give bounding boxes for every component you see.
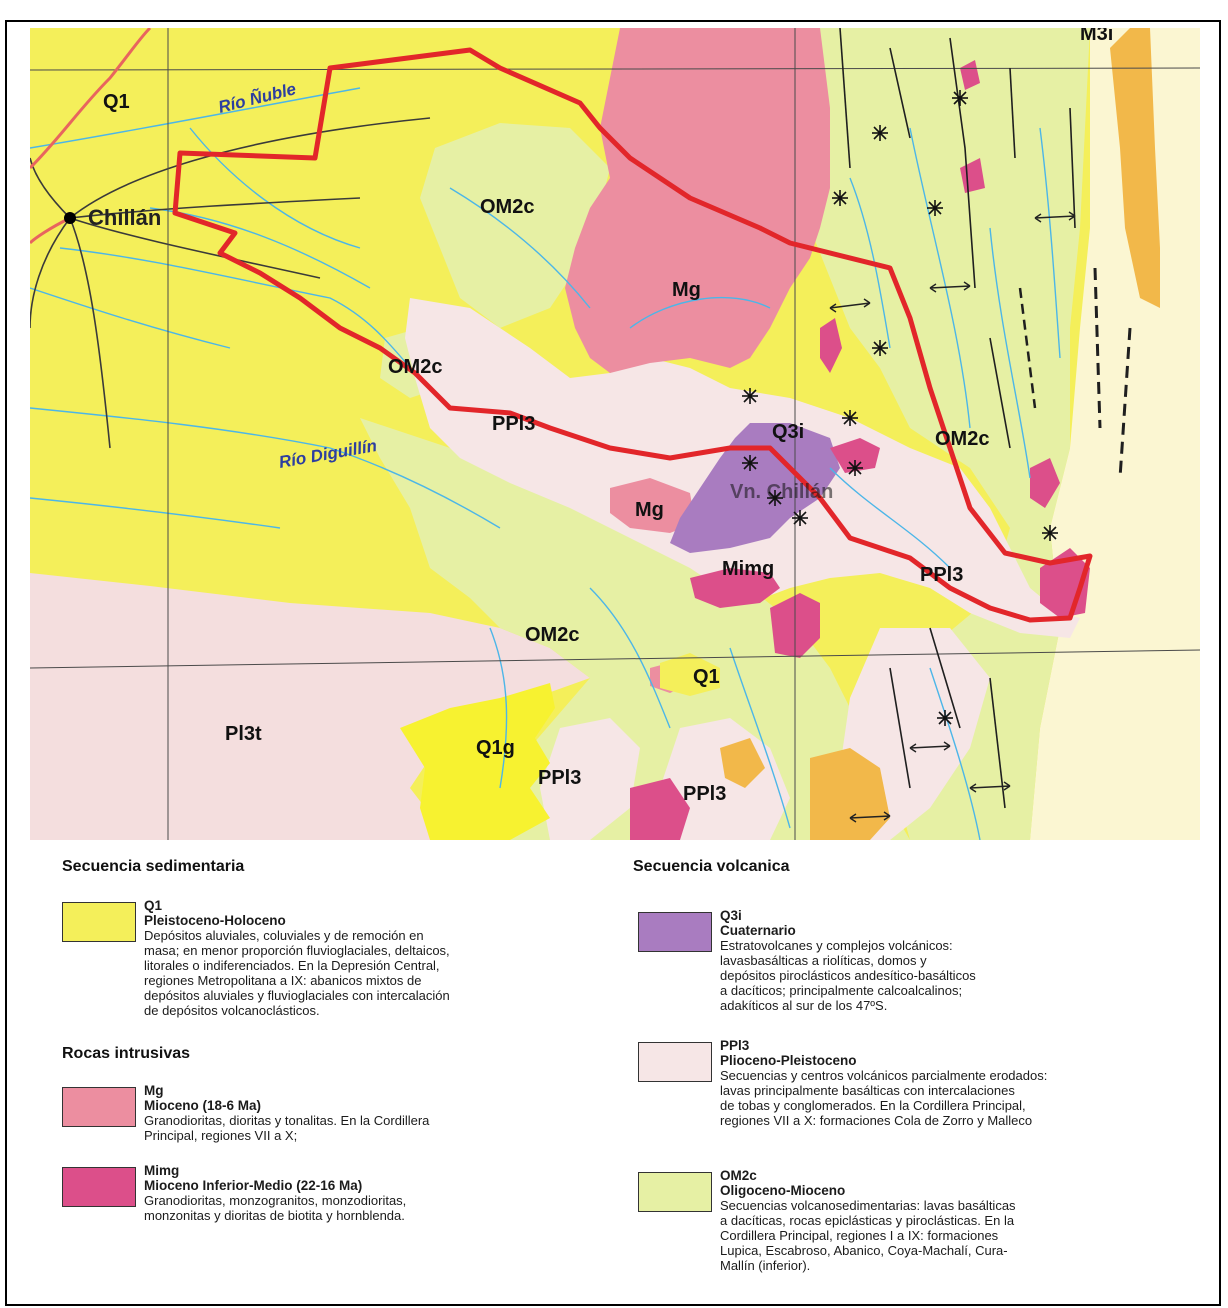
legend-swatch-q1 <box>62 902 136 942</box>
legend-age: Oligoceno-Mioceno <box>720 1183 846 1198</box>
map-label-q1-nw: Q1 <box>103 91 130 113</box>
legend-age: Pleistoceno-Holoceno <box>144 913 286 928</box>
legend-code: Q3i <box>720 908 742 923</box>
legend-code: Mg <box>144 1083 164 1098</box>
legend-code: Mimg <box>144 1163 180 1178</box>
unit-q3i <box>670 423 840 553</box>
unit-om2c-east <box>680 28 1090 840</box>
fold-symbols <box>829 211 1076 823</box>
highway <box>30 28 152 170</box>
chillan-city-marker[interactable] <box>64 212 76 224</box>
map-label-ppl3-east: PPl3 <box>920 564 963 586</box>
unit-ppl3-sw <box>540 718 640 840</box>
map-label-q1g: Q1g <box>476 737 515 759</box>
legend-item-q1[interactable]: Q1 Pleistoceno-Holoceno Depósitos aluvia… <box>62 898 582 1018</box>
legend-heading-volcanica: Secuencia volcanica <box>633 858 790 875</box>
legend-item-mg[interactable]: Mg Mioceno (18-6 Ma) Granodioritas, dior… <box>62 1083 582 1143</box>
legend-swatch-ppl3 <box>638 1042 712 1082</box>
legend-desc: Granodioritas, dioritas y tonalitas. En … <box>144 1113 430 1143</box>
unit-om2c-main <box>360 418 910 840</box>
legend-swatch-mimg <box>62 1167 136 1207</box>
map-label-ppl3-south: PPl3 <box>683 783 726 805</box>
map-label-mg-north: Mg <box>672 279 701 301</box>
legend-swatch-q3i <box>638 912 712 952</box>
legend-age: Mioceno Inferior-Medio (22-16 Ma) <box>144 1178 363 1193</box>
legend-code: PPl3 <box>720 1038 750 1053</box>
map-label-om2c-north: OM2c <box>480 196 534 218</box>
legend-item-om2c[interactable]: OM2c Oligoceno-Mioceno Secuencias volcan… <box>638 1168 1198 1278</box>
map-label-pl3t: Pl3t <box>225 723 262 745</box>
legend-desc: Secuencias y centros volcánicos parcialm… <box>720 1068 1048 1128</box>
unit-orange-se2 <box>720 738 765 788</box>
unit-mimg-3 <box>830 438 880 473</box>
study-area-boundary <box>172 47 1093 623</box>
unit-q1-south <box>660 653 720 696</box>
legend-item-q3i[interactable]: Q3i Cuaternario Estratovolcanes y comple… <box>638 908 1198 1013</box>
legend-code: Q1 <box>144 898 163 913</box>
unit-mimg-1 <box>690 568 780 608</box>
legend-desc: Secuencias volcanosedimentarias: lavas b… <box>720 1198 1016 1273</box>
legend-item-mimg[interactable]: Mimg Mioceno Inferior-Medio (22-16 Ma) G… <box>62 1163 582 1223</box>
legend-swatch-om2c <box>638 1172 712 1212</box>
river-network <box>30 87 1061 840</box>
legend-age: Cuaternario <box>720 923 796 938</box>
map-label-om2c-south: OM2c <box>525 624 579 646</box>
legend-desc: Granodioritas, monzogranitos, monzodiori… <box>144 1193 407 1223</box>
unit-mg-south <box>610 478 695 533</box>
chillan-city-label: Chillán <box>88 205 161 230</box>
unit-mimg-5 <box>1030 458 1060 508</box>
unit-pl3t <box>30 573 590 840</box>
page-title <box>0 0 1228 20</box>
map-grid <box>30 28 1200 840</box>
map-label-volcano: Vn. Chillán <box>730 481 833 503</box>
legend-heading-sedimentaria: Secuencia sedimentaria <box>62 858 245 875</box>
map-label-m3i-ne: M3i <box>1080 28 1113 45</box>
unit-mimg-6 <box>820 318 842 373</box>
map-label-mimg: Mimg <box>722 558 774 580</box>
unit-q1g <box>400 683 555 840</box>
map-label-om2c-east: OM2c <box>935 428 989 450</box>
legend-code: OM2c <box>720 1168 757 1183</box>
fault-lines <box>839 28 1132 809</box>
volcanic-centers <box>742 90 1058 726</box>
map-label-mg-south: Mg <box>635 499 664 521</box>
legend-item-ppl3[interactable]: PPl3 Plioceno-Pleistoceno Secuencias y c… <box>638 1038 1198 1128</box>
map-label-om2c-west: OM2c <box>388 356 442 378</box>
map-label-ppl3-sw: PPl3 <box>538 767 581 789</box>
legend-desc: Depósitos aluviales, coluviales y de rem… <box>144 928 450 1018</box>
map-label-q1-south: Q1 <box>693 666 720 688</box>
unit-mimg-9 <box>630 778 690 840</box>
legend-age: Mioceno (18-6 Ma) <box>144 1098 262 1113</box>
map-label-ppl3-center: PPl3 <box>492 413 535 435</box>
unit-ppl3-south <box>660 718 790 840</box>
map-label-q3i: Q3i <box>772 421 804 443</box>
legend-swatch-mg <box>62 1087 136 1127</box>
unit-orange-ne <box>1110 28 1160 308</box>
unit-mimg-7 <box>960 60 980 90</box>
legend-desc: Estratovolcanes y complejos volcánicos: … <box>720 938 976 1013</box>
road-network <box>30 117 431 449</box>
legend-heading-intrusivas: Rocas intrusivas <box>62 1045 191 1062</box>
geologic-map[interactable]: Chillán Río Ñuble Río Diguillín Q1 OM2c … <box>30 28 1200 840</box>
legend-age: Plioceno-Pleistoceno <box>720 1053 857 1068</box>
